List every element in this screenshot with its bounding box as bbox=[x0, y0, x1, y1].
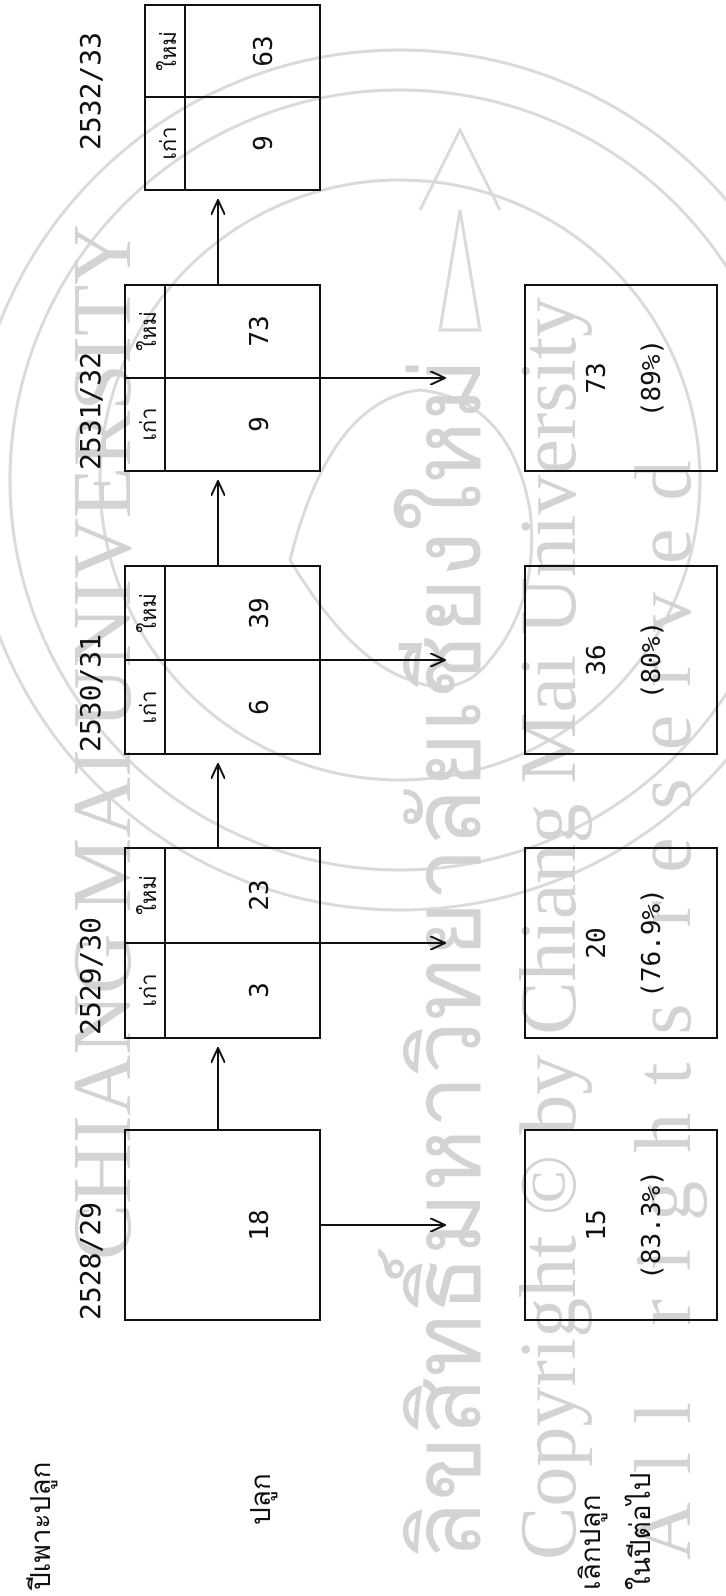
new-value: 39 bbox=[245, 597, 275, 628]
stopped-value: 73 bbox=[582, 362, 612, 393]
old-header: เก่า bbox=[137, 690, 162, 723]
old-value: 6 bbox=[245, 699, 275, 715]
year-label-1: 2528/29 bbox=[74, 1202, 107, 1320]
watermark: CHIANG MAI UNIVERSITY ลิขสิทธิ์มหาวิทยาล… bbox=[0, 48, 726, 1560]
new-header: ใหม่ bbox=[136, 875, 162, 915]
old-header: เก่า bbox=[137, 973, 162, 1006]
stopped-percent: (83.3%) bbox=[637, 1170, 667, 1280]
year-label-5: 2532/33 bbox=[74, 32, 107, 150]
university-seal-icon bbox=[0, 48, 726, 912]
year-label-4: 2531/32 bbox=[74, 352, 107, 470]
planted-box-5: เก่า ใหม่ 9 63 bbox=[144, 4, 321, 191]
stopped-box-1: 15 (83.3%) bbox=[524, 1129, 718, 1321]
row-label-year: ปีเพาะปลูก bbox=[24, 1462, 58, 1591]
year-label-2: 2529/30 bbox=[74, 917, 107, 1035]
watermark-copyright: Copyright © by Chiang Mai University bbox=[505, 297, 593, 1560]
old-header: เก่า bbox=[157, 126, 182, 159]
stopped-percent: (89%) bbox=[637, 339, 667, 417]
planted-box-4: เก่า ใหม่ 9 73 bbox=[124, 284, 321, 472]
stopped-percent: (80%) bbox=[637, 621, 667, 699]
new-header: ใหม่ bbox=[156, 31, 182, 71]
stop-arrows bbox=[280, 378, 445, 1225]
old-value: 3 bbox=[245, 982, 275, 998]
new-value: 23 bbox=[245, 879, 275, 910]
watermark-university-name: CHIANG MAI UNIVERSITY bbox=[56, 224, 149, 1260]
stopped-box-2: 20 (76.9%) bbox=[524, 847, 718, 1039]
stopped-box-4: 73 (89%) bbox=[524, 284, 718, 472]
stopped-value: 20 bbox=[582, 927, 612, 958]
stopped-value: 15 bbox=[582, 1209, 612, 1240]
stopped-value: 36 bbox=[582, 644, 612, 675]
new-header: ใหม่ bbox=[136, 593, 162, 633]
stopped-box-3: 36 (80%) bbox=[524, 565, 718, 755]
watermark-rights: All rights reserved bbox=[620, 433, 708, 1560]
old-value: 9 bbox=[245, 416, 275, 432]
old-header: เก่า bbox=[137, 407, 162, 440]
planted-value: 18 bbox=[245, 1209, 275, 1240]
new-value: 63 bbox=[249, 35, 279, 66]
year-label-3: 2530/31 bbox=[74, 634, 107, 752]
planted-box-1: 18 bbox=[124, 1129, 321, 1321]
row-label-stop-line1: เลิกปลูก bbox=[574, 1494, 608, 1590]
new-value: 73 bbox=[245, 315, 275, 346]
stopped-percent: (76.9%) bbox=[637, 888, 667, 998]
row-label-plant: ปลูก bbox=[244, 1473, 278, 1525]
old-value: 9 bbox=[249, 135, 279, 151]
row-label-stop-line2: ในปีต่อไป bbox=[624, 1473, 657, 1590]
new-header: ใหม่ bbox=[136, 311, 162, 351]
watermark-thai-copyright: ลิขสิทธิ์มหาวิทยาลัยเชียงใหม่ bbox=[378, 358, 501, 1560]
